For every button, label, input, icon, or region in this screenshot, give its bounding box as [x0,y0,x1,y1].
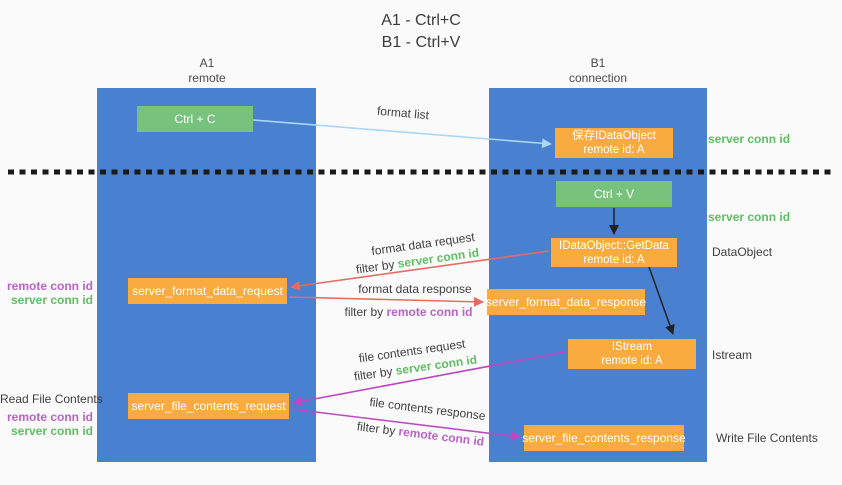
lane-a1-role: remote [188,71,226,85]
dataobject-annotation: DataObject [712,245,773,259]
istream-line2: remote id: A [601,355,663,367]
lane-header-a1: A1 remote [127,56,287,86]
diagram-title: A1 - Ctrl+C B1 - Ctrl+V [0,10,842,54]
filter-by-text: filter by [356,419,400,439]
format-data-response-filter-label: filter by remote conn id [331,305,486,319]
save-idataobject-box: 保存IDataObject remote id: A [555,128,673,158]
ctrl-v-box: Ctrl + V [556,181,672,207]
ctrl-c-box: Ctrl + C [137,106,253,132]
remote-conn-id-annotation-left-1: remote conn id [6,279,93,293]
title-line-1: A1 - Ctrl+C [381,12,461,29]
filter-by-text: filter by [355,256,399,277]
server-format-data-request-box: server_format_data_request [128,278,287,304]
istream-line1: IStream [611,341,653,353]
lane-header-b1: B1 connection [518,56,678,86]
server-conn-id-annotation-1: server conn id [708,132,791,146]
ctrl-c-label: Ctrl + C [174,112,216,126]
lane-b1-role: connection [568,71,628,85]
server-format-data-response-box: server_format_data_response [485,289,647,315]
remote-conn-id-text: remote conn id [386,305,473,319]
server-format-data-request-label: server_format_data_request [132,284,283,298]
write-file-contents-annotation: Write File Contents [716,431,818,445]
server-conn-id-annotation-2: server conn id [708,210,791,224]
remote-conn-id-annotation-left-2: remote conn id [6,410,93,424]
server-conn-id-annotation-left-1: server conn id [10,293,93,307]
server-file-contents-response-label: server_file_contents_response [522,431,686,445]
server-conn-id-annotation-left-2: server conn id [10,424,93,438]
getdata-line2: remote id: A [583,253,645,266]
format-list-label: format list [376,103,430,123]
server-file-contents-response-box: server_file_contents_response [522,425,686,451]
istream-box: IStream remote id: A [568,339,696,369]
lane-a1-name: A1 [199,56,215,70]
lane-b1-name: B1 [590,56,606,70]
filter-by-text: filter by [353,363,397,384]
istream-annotation: Istream [712,348,753,362]
server-format-data-response-label: server_format_data_response [485,295,647,309]
getdata-box: IDataObject::GetData remote id: A [551,238,677,267]
ctrl-v-label: Ctrl + V [593,187,635,201]
save-idataobject-line2: remote id: A [583,144,645,156]
filter-by-text: filter by [344,305,387,319]
server-file-contents-request-box: server_file_contents_request [128,393,289,419]
read-file-contents-annotation: Read File Contents [0,392,103,406]
save-idataobject-line1: 保存IDataObject [572,130,656,142]
server-file-contents-request-label: server_file_contents_request [131,399,286,413]
title-line-2: B1 - Ctrl+V [381,34,461,51]
format-data-response-label: format data response [358,282,472,296]
remote-conn-id-text: remote conn id [397,424,485,449]
arrow-format-data-response [288,296,484,307]
getdata-line1: IDataObject::GetData [559,239,669,252]
file-contents-response-filter-label: filter by remote conn id [343,418,499,451]
